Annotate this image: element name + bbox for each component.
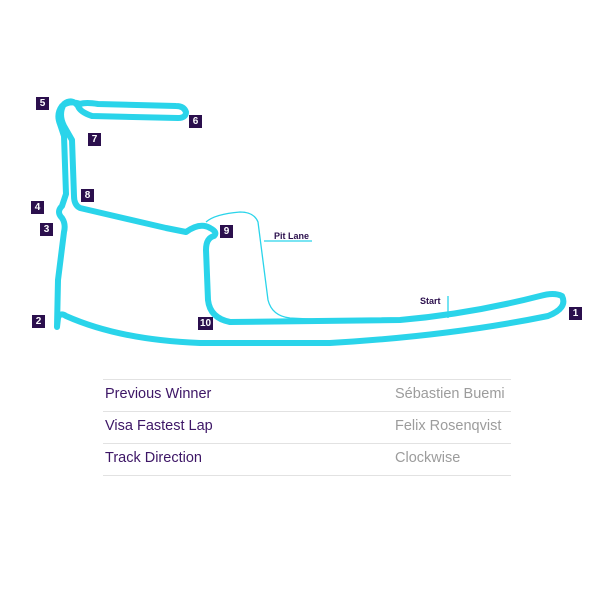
turn-marker-5: 5: [36, 97, 49, 110]
turn-marker-4: 4: [31, 201, 44, 214]
turn-marker-1: 1: [569, 307, 582, 320]
pit-lane-path: [205, 211, 331, 321]
race-info-table: Previous Winner Sébastien Buemi Visa Fas…: [103, 379, 511, 476]
info-label: Previous Winner: [105, 386, 212, 402]
turn-marker-7: 7: [88, 133, 101, 146]
info-value: Sébastien Buemi: [395, 386, 505, 402]
info-label: Track Direction: [105, 450, 202, 466]
info-row-track-direction: Track Direction Clockwise: [103, 444, 511, 476]
turn-marker-2: 2: [32, 315, 45, 328]
turn-marker-9: 9: [220, 225, 233, 238]
info-value: Clockwise: [395, 450, 461, 466]
pit-lane-label: Pit Lane: [274, 231, 310, 241]
turn-marker-10: 10: [198, 317, 213, 330]
start-label: Start: [420, 296, 441, 306]
info-label: Visa Fastest Lap: [105, 418, 213, 434]
info-row-fastest-lap: Visa Fastest Lap Felix Rosenqvist: [103, 412, 511, 444]
info-row-previous-winner: Previous Winner Sébastien Buemi: [103, 380, 511, 412]
track-outline: [54, 98, 567, 346]
turn-marker-3: 3: [40, 223, 53, 236]
turn-marker-8: 8: [81, 189, 94, 202]
turn-marker-6: 6: [189, 115, 202, 128]
info-value: Felix Rosenqvist: [395, 418, 502, 434]
